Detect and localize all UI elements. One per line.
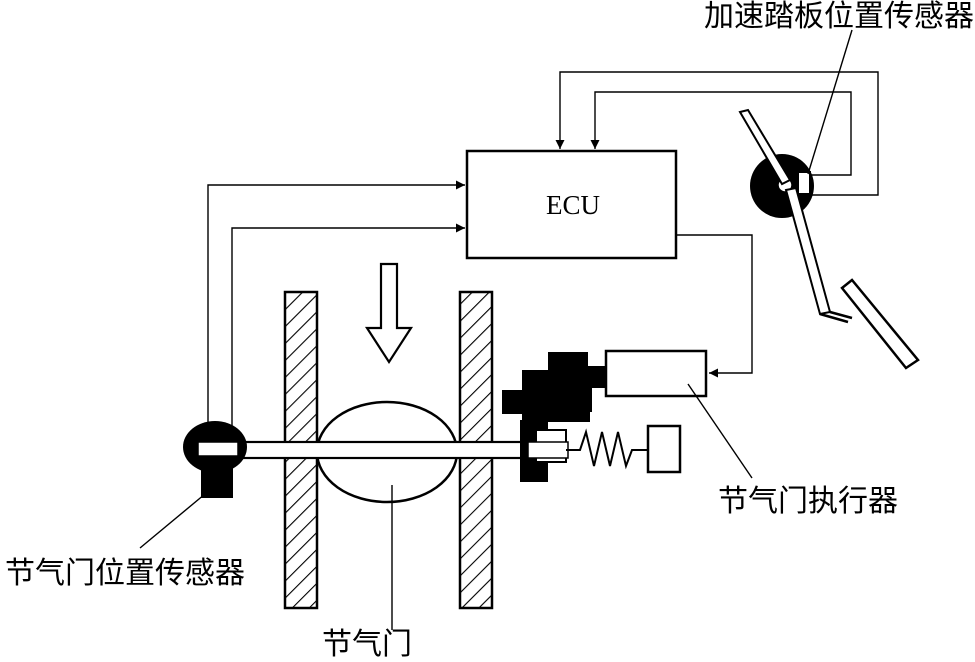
leader-accel-pedal-sensor [807, 29, 853, 175]
app-signal-wire-2 [590, 91, 852, 176]
ecu-box [465, 149, 678, 260]
accelerator-pedal [738, 108, 920, 370]
tps-signal-wire-2 [231, 223, 465, 436]
actuator-motor-box [604, 349, 708, 398]
spring-stop-block [646, 424, 682, 474]
throttle-shaft [196, 440, 530, 460]
actuator-gear-assembly [502, 352, 606, 482]
ecu-label: ECU [546, 190, 600, 220]
accel-pedal-sensor-label: 加速踏板位置传感器 [704, 0, 974, 34]
leader-throttle-actuator [687, 383, 753, 479]
throttle-actuator-label: 节气门执行器 [718, 484, 898, 519]
throttle-position-sensor [183, 421, 247, 498]
return-spring [566, 428, 648, 470]
leader-throttle-position-sensor [139, 493, 206, 549]
ecu-to-actuator-wire [676, 234, 753, 378]
air-flow-arrow [364, 262, 414, 365]
throttle-valve-label: 节气门 [322, 627, 412, 662]
app-signal-wire-1 [555, 71, 879, 196]
throttle-position-sensor-label: 节气门位置传感器 [5, 556, 245, 591]
tps-signal-wire-1 [207, 180, 465, 436]
